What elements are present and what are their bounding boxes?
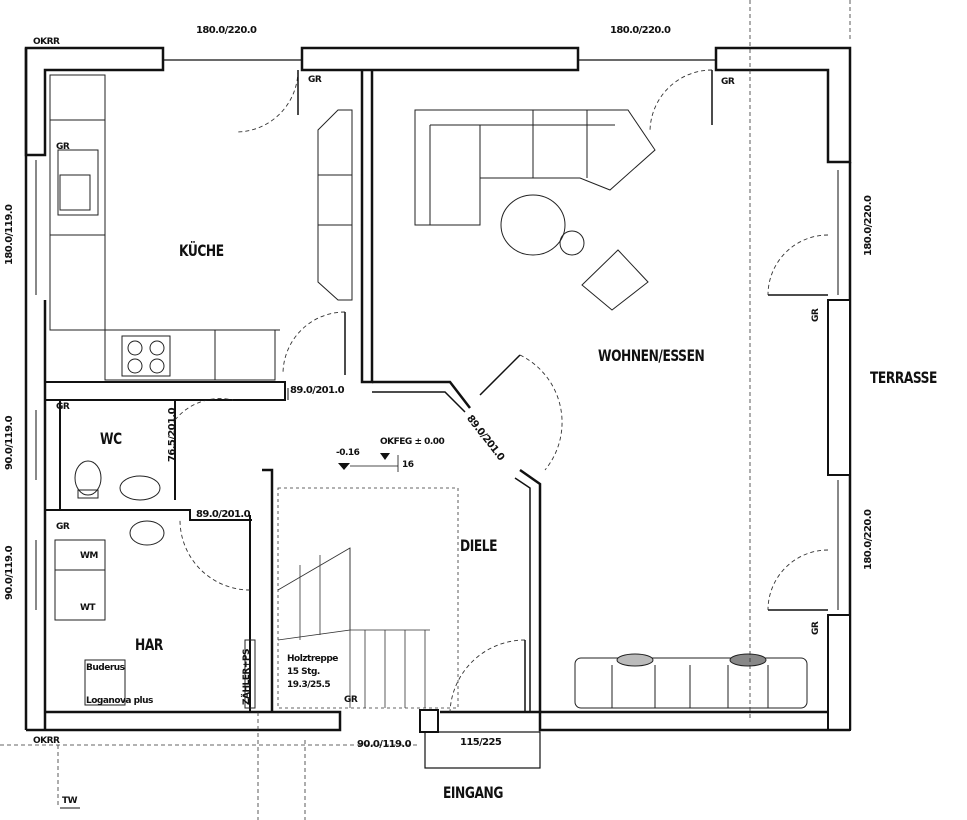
dim-entrance-window: 90.0/119.0 xyxy=(357,739,412,750)
wall-top-right xyxy=(714,46,852,164)
marker-stair-1: Holztreppe xyxy=(287,654,338,664)
marker-level-ok: OKFEG ± 0.00 xyxy=(380,437,445,447)
marker-okrr-top: OKRR xyxy=(33,37,60,47)
dim-wc-door: 76.5/201.0 xyxy=(167,408,178,462)
marker-level-minus: -0.16 xyxy=(336,448,360,458)
wall-top-mid xyxy=(300,46,580,384)
room-label-har: HAR xyxy=(135,635,163,654)
wall-bottom xyxy=(26,710,342,732)
marker-gr-1: GR xyxy=(308,75,322,85)
marker-step: 16 xyxy=(402,460,414,470)
room-label-wohnen-essen: WOHNEN/ESSEN xyxy=(598,346,705,365)
dim-top-left-window: 180.0/220.0 xyxy=(196,25,257,36)
marker-boiler-1: Buderus xyxy=(86,663,125,673)
dim-entrance-door: 115/225 xyxy=(460,737,502,748)
dim-har-door: 89.0/201.0 xyxy=(196,509,251,520)
dim-left-wc-window: 90.0/119.0 xyxy=(4,416,15,470)
marker-wm: WM xyxy=(80,551,98,561)
dim-right-window-lower: 180.0/220.0 xyxy=(863,509,874,570)
dim-top-right-window: 180.0/220.0 xyxy=(610,25,671,36)
marker-zaehler: ZÄHLER+PS xyxy=(242,649,252,705)
dim-left-har-window: 90.0/119.0 xyxy=(4,546,15,600)
room-label-wc: WC xyxy=(100,429,122,448)
marker-gr-8: GR xyxy=(344,695,358,705)
marker-gr-3: GR xyxy=(811,308,821,322)
marker-gr-2: GR xyxy=(721,77,735,87)
marker-boiler-2: Loganova plus xyxy=(86,696,153,706)
room-label-diele: DIELE xyxy=(460,536,498,555)
marker-stair-2: 15 Stg. xyxy=(287,667,320,677)
marker-stair-3: 19.3/25.5 xyxy=(287,680,331,690)
marker-tw: TW xyxy=(62,796,78,806)
dim-kitchen-door: 89.0/201.0 xyxy=(290,385,345,396)
marker-gr-6: GR xyxy=(56,522,70,532)
room-label-terrasse: TERRASSE xyxy=(870,368,938,387)
room-label-eingang: EINGANG xyxy=(443,783,503,802)
room-label-kueche: KÜCHE xyxy=(179,241,224,260)
dim-right-window-upper: 180.0/220.0 xyxy=(863,195,874,256)
marker-gr-7: GR xyxy=(56,142,70,152)
marker-okrr-bottom: OKRR xyxy=(33,736,60,746)
dim-left-kitchen-window: 180.0/119.0 xyxy=(4,204,15,265)
marker-gr-4: GR xyxy=(811,621,821,635)
marker-wt: WT xyxy=(80,603,96,613)
marker-gr-5: GR xyxy=(56,402,70,412)
wall-top-left xyxy=(24,46,165,157)
